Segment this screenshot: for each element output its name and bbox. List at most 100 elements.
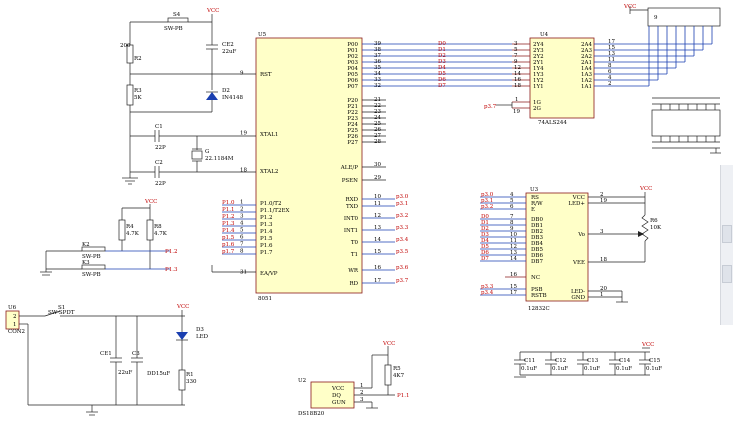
lcd-body <box>525 192 589 302</box>
lcd-pin-label: Vo <box>577 232 585 238</box>
lcd-pin-label: GND <box>571 295 585 301</box>
lcd-pin-number: 6 <box>510 204 514 210</box>
net-label: p3.3 <box>481 284 494 290</box>
net-label: p1.7 <box>222 249 235 255</box>
vcc-label: VCC <box>639 186 652 192</box>
reset-resistor-ref: R2 <box>134 56 142 62</box>
mcu-pin-number: 9 <box>240 71 244 77</box>
vertical-scrollbar[interactable] <box>720 165 733 325</box>
r8-ref: R8 <box>154 224 162 230</box>
buffer-pin-label: 1Y2 <box>533 78 544 84</box>
net-label: p3.0 <box>396 194 409 200</box>
lcd-pin-number: 9 <box>510 226 514 232</box>
buffer-pin-number: 12 <box>514 65 521 71</box>
buffer-part: 74ALS244 <box>538 120 567 126</box>
c2-value: 22P <box>155 181 166 187</box>
led-ref: D3 <box>196 327 204 333</box>
r8-value: 4.7K <box>154 231 168 237</box>
lcd-pin-label: VEE <box>572 260 585 266</box>
connector-pin: 2 <box>13 314 17 320</box>
lcd-pin-label: DB5 <box>531 247 543 253</box>
vcc-label: VCC <box>382 341 395 347</box>
sensor-pin-label: DQ <box>332 393 341 399</box>
net-label: D0 <box>481 214 489 220</box>
mcu-pin-label: ALE/P <box>340 165 358 171</box>
lcd-pin-label: DB2 <box>531 229 543 235</box>
buffer-body <box>529 37 595 119</box>
buffer-pin-number: 8 <box>608 63 612 69</box>
lcd-pin-label: DB6 <box>531 253 543 259</box>
r1-ref: R1 <box>186 372 194 378</box>
sensor-part: DS18B20 <box>298 411 325 417</box>
mcu-pin-label: P03 <box>347 60 358 66</box>
net-label: p3.4 <box>396 237 409 243</box>
mcu-pin-number: 8 <box>240 249 244 255</box>
lcd-pin-label: E <box>531 207 535 213</box>
lcd-pin-label: DB7 <box>531 259 543 265</box>
scrollbar-thumb[interactable] <box>722 225 732 243</box>
buffer-pin-number: 15 <box>608 45 615 51</box>
ce1-value: 22uF <box>118 370 133 376</box>
mcu-pin-label: P01 <box>347 48 358 54</box>
mcu-pin-label: INT1 <box>344 228 358 234</box>
lcd-ref: U3 <box>530 187 539 193</box>
mcu-pin-number: 15 <box>374 249 381 255</box>
net-label: D6 <box>481 250 489 256</box>
c1-value: 22P <box>155 145 166 151</box>
net-label: p3.1 <box>396 201 408 207</box>
mcu-pin-label: P21 <box>347 104 358 110</box>
buffer-pin-label: 2A3 <box>581 48 592 54</box>
buffer-pin-label: 2Y2 <box>533 54 544 60</box>
lcd-pin-number: 18 <box>600 257 607 263</box>
mcu-pin-label: P1.6 <box>260 243 273 249</box>
mcu-pin-number: 11 <box>374 201 381 207</box>
buffer-pin-label: 2Y4 <box>533 42 544 48</box>
buffer-ref: U4 <box>540 32 549 38</box>
k2-name: SW-PB <box>82 254 101 260</box>
net-label: P1.0 <box>222 200 235 206</box>
mcu-pin-label: P23 <box>347 116 358 122</box>
mcu-pin-number: 39 <box>374 41 381 47</box>
mcu-pin-label: P1.1/T2EX <box>260 208 289 214</box>
lcd-pin-number: 3 <box>600 229 604 235</box>
r5-ref: R5 <box>393 366 401 372</box>
net-label: D5 <box>481 244 489 250</box>
r6-ref: R6 <box>650 218 658 224</box>
buffer-pin-number: 19 <box>513 109 520 115</box>
decoupling-cap-value: 0.1uF <box>646 366 662 372</box>
net-label: D5 <box>438 71 446 77</box>
lcd-pin-number: 15 <box>510 284 517 290</box>
scrollbar-thumb-lower[interactable] <box>722 265 732 283</box>
reset-cap-value: 22uF <box>222 49 237 55</box>
mcu-pin-number: 28 <box>374 139 381 145</box>
mcu-pin-number: 17 <box>374 278 381 284</box>
mcu-pin-number: 12 <box>374 213 381 219</box>
wiring <box>5 6 721 416</box>
buffer-pin-number: 7 <box>514 53 518 59</box>
mcu-pin-number: 31 <box>240 270 247 276</box>
net-label: p3.4 <box>481 290 494 296</box>
power-connector-body <box>5 310 20 330</box>
net-label: D1 <box>438 47 446 53</box>
lcd-pin-label: PSB <box>531 287 543 293</box>
mcu-pin-number: 26 <box>374 127 381 133</box>
mcu-pin-label: T1 <box>351 252 358 258</box>
buffer-pin-number: 3 <box>514 41 518 47</box>
lcd-pin-number: 2 <box>600 192 604 198</box>
lcd-pin-number: 1 <box>600 292 604 298</box>
net-label: P1.2 <box>222 214 234 220</box>
lcd-pin-number: 14 <box>510 256 517 262</box>
sensor-ref: U2 <box>298 378 306 384</box>
buffer-pin-label: 2A2 <box>581 54 592 60</box>
net-label: p1.6 <box>222 242 235 248</box>
power-switch-ref: S1 <box>58 305 65 311</box>
buffer-pin-label: 2A1 <box>581 60 592 66</box>
net-label: D7 <box>438 83 446 89</box>
c2-ref: C2 <box>155 160 163 166</box>
net-label: P1.4 <box>222 228 235 234</box>
mcu-pin-number: 38 <box>374 47 381 53</box>
lcd-pin-number: 11 <box>510 238 517 244</box>
mcu-pin-label: TXD <box>346 204 359 210</box>
lcd-pin-number: 10 <box>510 232 517 238</box>
buffer-pin-label: 1Y1 <box>533 84 544 90</box>
